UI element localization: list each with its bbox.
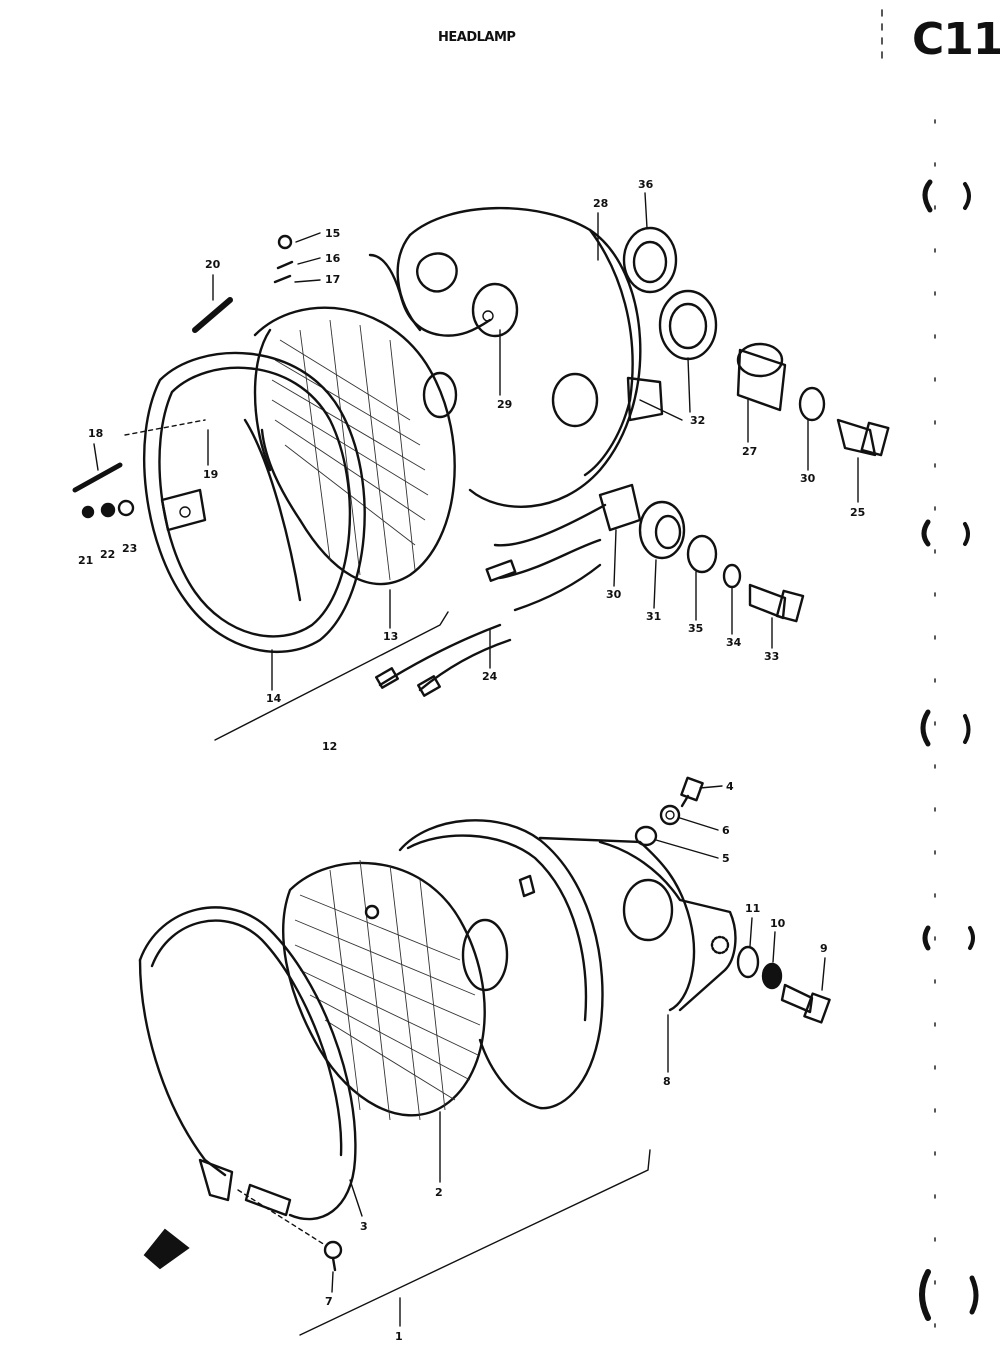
callout-29: 29 — [497, 398, 512, 411]
front-direction-arrow — [143, 1228, 190, 1270]
bolt-33 — [748, 583, 805, 623]
callout-3: 3 — [360, 1220, 368, 1233]
callout-10: 10 — [770, 917, 786, 930]
callout-25: 25 — [850, 506, 865, 519]
upper-headlamp-assembly: 15 16 17 20 19 18 21 22 23 14 13 12 28 2… — [72, 178, 890, 753]
callout-24: 24 — [482, 670, 498, 683]
lock-washer-10 — [761, 962, 783, 990]
callout-18: 18 — [88, 427, 103, 440]
washer-34 — [722, 563, 742, 589]
lower-rim-band — [138, 906, 357, 1221]
callout-2: 2 — [435, 1186, 443, 1199]
headlamp-rim — [142, 351, 366, 653]
cushion-30b — [598, 483, 642, 532]
headlamp-case — [398, 819, 696, 1110]
callout-33: 33 — [764, 650, 779, 663]
callout-32: 32 — [690, 414, 705, 427]
page-code: C11 — [912, 14, 1000, 65]
washer-35 — [686, 534, 718, 574]
callout-13: 13 — [383, 630, 398, 643]
headlamp-housing — [368, 206, 664, 508]
callout-14: 14 — [266, 692, 282, 705]
callout-12: 12 — [322, 740, 337, 753]
callout-19: 19 — [203, 468, 218, 481]
spring-clip — [192, 297, 233, 333]
bolt-4 — [680, 776, 704, 808]
callout-31: 31 — [646, 610, 661, 623]
callout-17: 17 — [325, 273, 340, 286]
washer-5 — [634, 825, 658, 847]
callout-34: 34 — [726, 636, 742, 649]
upper-leader-lines — [93, 192, 859, 691]
adjusting-screw — [273, 234, 294, 284]
washer-set — [81, 499, 135, 519]
mounting-bracket — [598, 840, 737, 1012]
lower-leader-lines — [237, 785, 826, 1327]
diagram-title: HEADLAMP — [438, 30, 516, 45]
callout-1: 1 — [395, 1330, 403, 1343]
spacer-27 — [736, 342, 787, 412]
callout-11: 11 — [745, 902, 760, 915]
callout-21: 21 — [78, 554, 93, 567]
callout-30b: 30 — [606, 588, 622, 601]
lower-headlamp-assembly: 4 6 5 11 10 9 8 2 3 7 1 — [138, 776, 831, 1343]
washer-30a — [798, 386, 826, 422]
callout-6: 6 — [722, 824, 730, 837]
callout-15: 15 — [325, 227, 340, 240]
binder-hole-marks — [881, 9, 979, 1351]
grommet-32 — [658, 289, 718, 361]
callout-8: 8 — [663, 1075, 671, 1088]
washer-11 — [736, 945, 760, 979]
nut-6 — [659, 804, 681, 826]
callout-36: 36 — [638, 178, 654, 191]
callout-27: 27 — [742, 445, 757, 458]
damper-31 — [638, 500, 686, 560]
lower-sealed-beam — [282, 859, 509, 1121]
callout-23: 23 — [122, 542, 137, 555]
callout-bracket-12 — [214, 611, 449, 741]
wiring-harness — [375, 503, 607, 697]
callout-9: 9 — [820, 942, 828, 955]
callout-20: 20 — [205, 258, 221, 271]
callout-4: 4 — [726, 780, 734, 793]
bolt-9 — [780, 983, 831, 1024]
callout-30a: 30 — [800, 472, 816, 485]
rim-screw — [72, 462, 123, 493]
bolt-25 — [836, 418, 890, 457]
callout-bracket-1 — [299, 1149, 651, 1336]
callout-16: 16 — [325, 252, 341, 265]
callout-22: 22 — [100, 548, 115, 561]
callout-5: 5 — [722, 852, 730, 865]
callout-7: 7 — [325, 1295, 333, 1308]
grommet-36 — [622, 226, 678, 294]
callout-35: 35 — [688, 622, 703, 635]
lower-rim-screw — [323, 1240, 343, 1272]
alignment-hint — [124, 419, 206, 436]
callout-28: 28 — [593, 197, 608, 210]
